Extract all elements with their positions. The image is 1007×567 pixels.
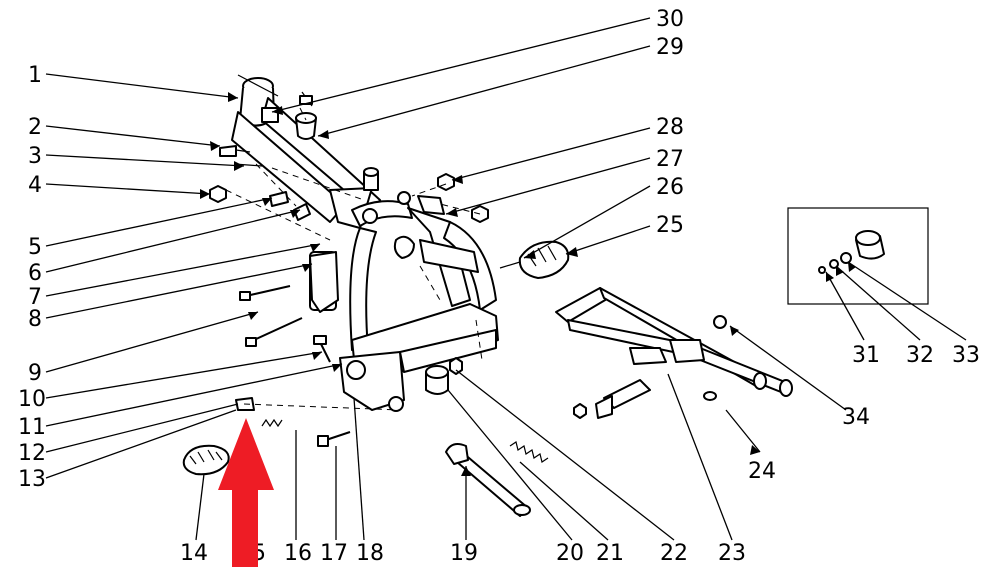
callout-13: 13 — [18, 467, 46, 492]
callout-17: 17 — [320, 541, 348, 566]
callout-34: 34 — [842, 405, 870, 430]
callout-5: 5 — [28, 235, 42, 260]
callout-29: 29 — [656, 35, 684, 60]
callout-27: 27 — [656, 147, 684, 172]
frame-drawing — [231, 74, 499, 412]
detail-inset — [787, 207, 929, 305]
callout-10: 10 — [18, 387, 46, 412]
callout-7: 7 — [28, 285, 42, 310]
callout-21: 21 — [596, 541, 624, 566]
callout-22: 22 — [660, 541, 688, 566]
callout-3: 3 — [28, 144, 42, 169]
callout-18: 18 — [356, 541, 384, 566]
callout-28: 28 — [656, 115, 684, 140]
callout-26: 26 — [656, 175, 684, 200]
leader-lines — [45, 17, 967, 541]
callout-20: 20 — [556, 541, 584, 566]
callout-23: 23 — [718, 541, 746, 566]
callout-11: 11 — [18, 415, 46, 440]
callout-4: 4 — [28, 173, 42, 198]
callout-numbers: 1 2 3 4 5 6 7 8 9 10 11 12 13 14 15 16 1… — [18, 7, 980, 566]
leader-arrowheads — [200, 92, 856, 476]
callout-33: 33 — [952, 343, 980, 368]
hardware-drawing — [182, 91, 570, 517]
callout-2: 2 — [28, 115, 42, 140]
callout-8: 8 — [28, 307, 42, 332]
callout-24: 24 — [748, 459, 776, 484]
callout-30: 30 — [656, 7, 684, 32]
callout-25: 25 — [656, 213, 684, 238]
callout-19: 19 — [450, 541, 478, 566]
callout-31: 31 — [852, 343, 880, 368]
callout-14: 14 — [180, 541, 208, 566]
callout-12: 12 — [18, 441, 46, 466]
callout-16: 16 — [284, 541, 312, 566]
subframe-drawing — [555, 287, 793, 419]
callout-1: 1 — [28, 63, 42, 88]
callout-32: 32 — [906, 343, 934, 368]
callout-9: 9 — [28, 361, 42, 386]
callout-6: 6 — [28, 261, 42, 286]
red-pointer-arrow-icon — [218, 418, 274, 567]
